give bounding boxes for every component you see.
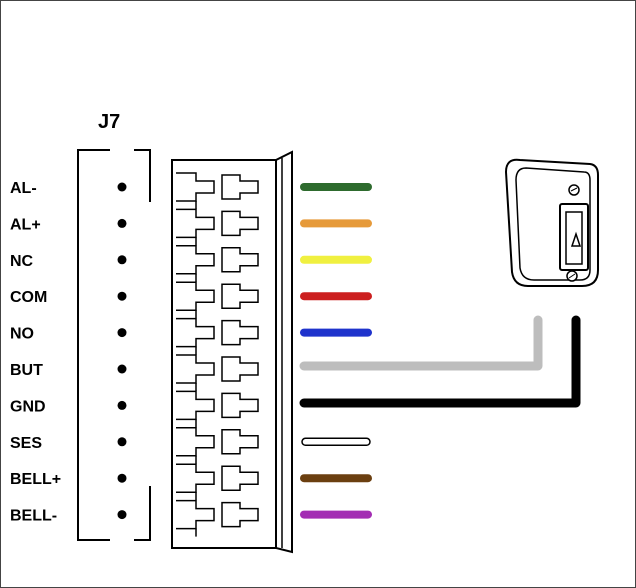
pin-label-but: BUT <box>10 362 43 379</box>
pin-label-gnd: GND <box>10 398 46 415</box>
terminal-slot-outer-but <box>176 354 215 384</box>
terminal-slot-inner-com <box>221 283 259 309</box>
terminal-slot-inner-al-plus <box>221 210 259 237</box>
pin-label-bell-minus: BELL- <box>10 508 57 525</box>
terminal-slot-inner-bell-plus <box>221 465 259 491</box>
terminal-slot-inner-ses <box>221 429 259 455</box>
pin-label-ses: SES <box>10 435 42 452</box>
wire-gnd-run <box>299 315 581 408</box>
terminal-slot-inner-bell-minus <box>221 501 259 528</box>
pin-dot-but <box>117 364 127 374</box>
terminal-slot-inner-but <box>221 356 259 382</box>
pin-dot-gnd <box>117 400 127 410</box>
pin-label-al-minus: AL- <box>10 180 37 197</box>
pin-label-al-plus: AL+ <box>10 216 41 233</box>
pin-dot-no <box>117 328 127 338</box>
header-bracket-top-right <box>134 149 151 202</box>
pin-dot-bell-plus <box>117 473 127 483</box>
wire-but-run <box>299 315 543 371</box>
pin-dot-al-minus <box>117 182 127 192</box>
pin-labels: AL- AL+ NC COM NO BUT GND SES BELL+ BELL- <box>10 180 61 525</box>
terminal-slot-outer-bell-plus <box>176 463 215 493</box>
pin-dot-al-plus <box>117 218 127 228</box>
wire-ses <box>301 437 371 447</box>
pin-dot-ses <box>117 437 127 447</box>
pin-label-nc: NC <box>10 253 34 270</box>
pin-dots <box>117 182 127 520</box>
terminal-slot-inner-gnd <box>221 392 259 419</box>
terminal-slot-inner-al-minus <box>221 174 259 200</box>
terminal-slot-inner-nc <box>221 247 259 273</box>
terminal-slot-outer-bell-minus <box>176 499 215 530</box>
terminal-slot-outer-no <box>176 317 215 348</box>
terminal-slot-outer-al-plus <box>176 208 215 239</box>
terminal-slot-outer-com <box>176 281 215 311</box>
pin-label-no: NO <box>10 326 34 343</box>
pin-dot-nc <box>117 255 127 265</box>
header-bracket-left <box>77 149 110 541</box>
terminal-slots <box>176 172 259 537</box>
connector-title: J7 <box>98 111 120 133</box>
pin-dot-bell-minus <box>117 510 127 520</box>
terminal-slot-inner-no <box>221 319 259 346</box>
terminal-slot-outer-nc <box>176 245 215 275</box>
exit-button-icon <box>504 158 599 287</box>
terminal-slot-outer-gnd <box>176 390 215 421</box>
terminal-block-flange <box>275 150 293 554</box>
terminal-slot-outer-al-minus <box>176 172 215 202</box>
pin-label-com: COM <box>10 289 47 306</box>
terminal-slot-outer-ses <box>176 427 215 457</box>
pin-label-bell-plus: BELL+ <box>10 471 61 488</box>
pin-dot-com <box>117 291 127 301</box>
header-bracket-bottom-right <box>134 486 151 541</box>
wires <box>300 183 372 519</box>
